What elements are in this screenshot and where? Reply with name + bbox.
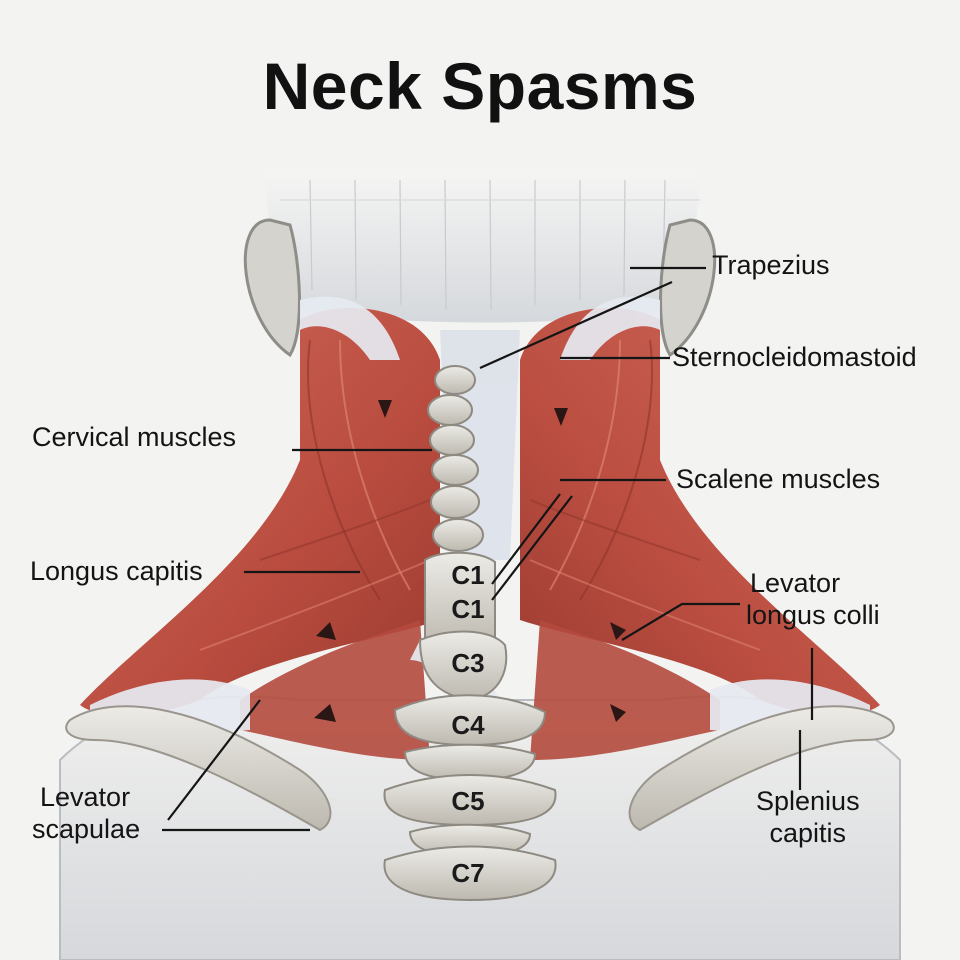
left-neck-muscles [80, 308, 440, 760]
label-scalene-muscles: Scalene muscles [676, 464, 881, 494]
right-neck-muscles [520, 308, 880, 760]
cervical-spine [383, 365, 557, 902]
right-ear [659, 218, 717, 358]
label-levator-longus-colli-line2: longus colli [746, 599, 880, 630]
left-ear [243, 218, 301, 358]
page-title: Neck Spasms [262, 49, 698, 123]
label-levator-scapulae-line2: scapulae [32, 813, 141, 844]
left-clavicle [65, 705, 332, 832]
label-levator-longus-colli: Levator longus colli [746, 568, 880, 632]
label-levator-longus-colli-line1: Levator [750, 568, 841, 598]
muscle-direction-arrow-icon [314, 400, 626, 722]
vertebra-label: C7 [451, 858, 485, 888]
vertebra-label: C5 [451, 786, 485, 816]
label-splenius-capitis-line1: Splenius [756, 786, 860, 816]
leader-lines [162, 266, 814, 832]
label-splenius-capitis-line2: capitis [769, 817, 847, 848]
label-trapezius: Trapezius [712, 250, 830, 280]
label-levator-scapulae-line1: Levator [40, 782, 131, 812]
vertebra-label: C1 [451, 594, 485, 624]
label-longus-capitis: Longus capitis [30, 556, 203, 586]
vertebra-label: C1 [451, 560, 485, 590]
vertebra-label: C3 [451, 648, 485, 678]
label-sternocleidomastoid: Sternocleidomastoid [672, 342, 917, 372]
vertebra-label: C4 [451, 710, 485, 740]
label-cervical-muscles: Cervical muscles [32, 422, 237, 452]
head-top [265, 175, 700, 323]
right-clavicle [628, 705, 895, 832]
label-splenius-capitis: Splenius capitis [756, 786, 860, 850]
label-levator-scapulae: Levator scapulae [32, 782, 140, 846]
